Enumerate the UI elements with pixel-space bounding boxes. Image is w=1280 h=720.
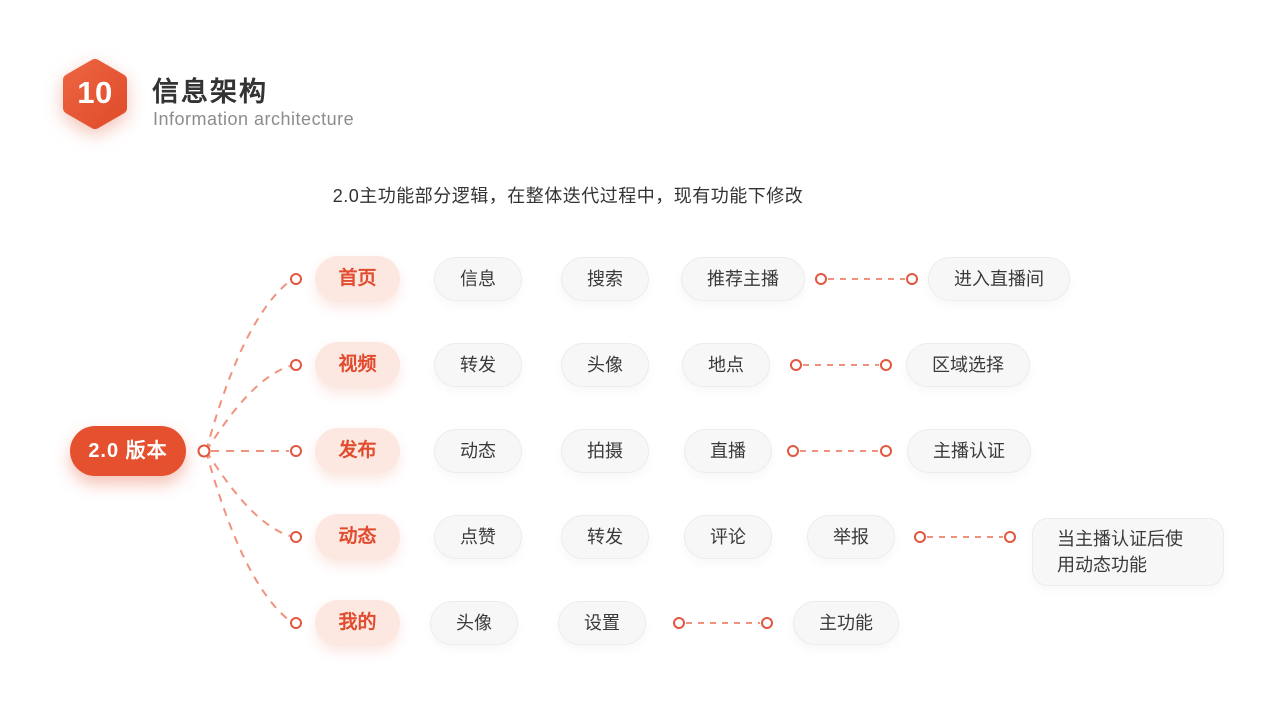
- description-text: 2.0主功能部分逻辑，在整体迭代过程中，现有功能下修改: [332, 186, 804, 206]
- feature-node: 地点: [682, 343, 770, 387]
- note-node: 当主播认证后使用动态功能: [1032, 518, 1224, 586]
- feature-node: 信息: [434, 257, 522, 301]
- badge-number: 10: [77, 75, 113, 110]
- feature-node: 直播: [684, 429, 772, 473]
- feature-node: 动态: [434, 429, 522, 473]
- feature-node: 搜索: [561, 257, 649, 301]
- page-subtitle: Information architecture: [153, 109, 355, 129]
- category-node-feed: 动态: [315, 514, 400, 560]
- feature-node: 评论: [684, 515, 772, 559]
- feature-node: 拍摄: [561, 429, 649, 473]
- linked-node: 主播认证: [907, 429, 1031, 473]
- feature-node: 转发: [561, 515, 649, 559]
- feature-node: 设置: [558, 601, 646, 645]
- section-number-badge: 10: [58, 54, 132, 134]
- category-node-publish: 发布: [315, 428, 400, 474]
- feature-node: 头像: [561, 343, 649, 387]
- category-node-mine: 我的: [315, 600, 400, 646]
- feature-node: 推荐主播: [681, 257, 805, 301]
- root-node: 2.0 版本: [70, 426, 186, 476]
- linked-node: 区域选择: [906, 343, 1030, 387]
- category-node-home: 首页: [315, 256, 400, 302]
- linked-node: 进入直播间: [928, 257, 1070, 301]
- linked-node: 主功能: [793, 601, 899, 645]
- feature-node: 点赞: [434, 515, 522, 559]
- feature-node: 举报: [807, 515, 895, 559]
- hexagon-icon: [63, 59, 127, 129]
- feature-node: 头像: [430, 601, 518, 645]
- category-node-video: 视频: [315, 342, 400, 388]
- feature-node: 转发: [434, 343, 522, 387]
- page-title: 信息架构: [152, 77, 268, 107]
